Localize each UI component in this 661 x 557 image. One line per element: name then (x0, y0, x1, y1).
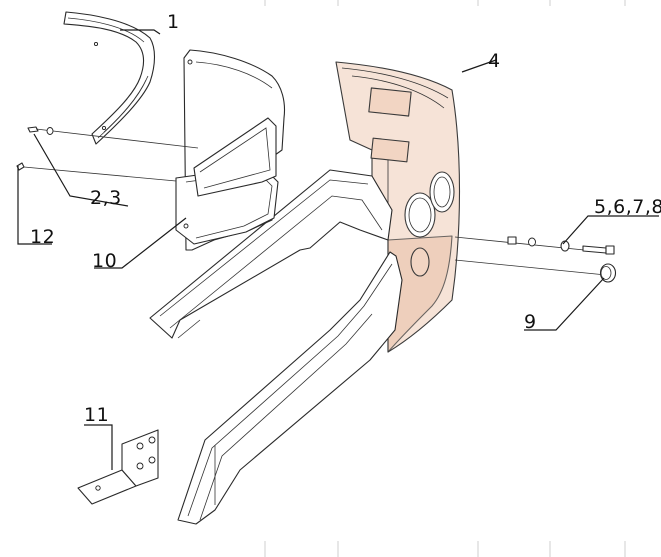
callout-4: 4 (488, 50, 501, 72)
leader-1 (120, 29, 161, 35)
bumper-corner-part (335, 61, 461, 353)
leader-5-8 (562, 215, 659, 245)
leader-9 (524, 277, 605, 331)
callout-10: 10 (92, 250, 117, 272)
frame-ticks (264, 0, 626, 557)
callout-labels: 1 4 2,3 12 10 5,6,7,8 9 11 (30, 11, 661, 426)
callout-11: 11 (84, 404, 109, 426)
leader-11 (84, 424, 113, 470)
callout-12: 12 (30, 226, 55, 248)
callout-9: 9 (524, 311, 537, 333)
leader-2-3 (33, 133, 129, 207)
fastener-set-right (454, 236, 617, 283)
trim-strip-part (63, 11, 156, 145)
lower-beam-part (177, 251, 403, 525)
lamp-bracket-part (175, 49, 286, 251)
fastener-set-left (16, 126, 199, 182)
leader-10 (94, 217, 187, 269)
leader-lines (17, 29, 659, 470)
upper-beam-part (149, 169, 393, 339)
leader-4 (461, 59, 497, 73)
angle-bracket-part (77, 429, 159, 505)
callout-2-3: 2,3 (90, 187, 122, 209)
callout-5-6-7-8: 5,6,7,8 (594, 196, 661, 218)
leader-12 (17, 166, 52, 245)
callout-1: 1 (167, 11, 180, 33)
